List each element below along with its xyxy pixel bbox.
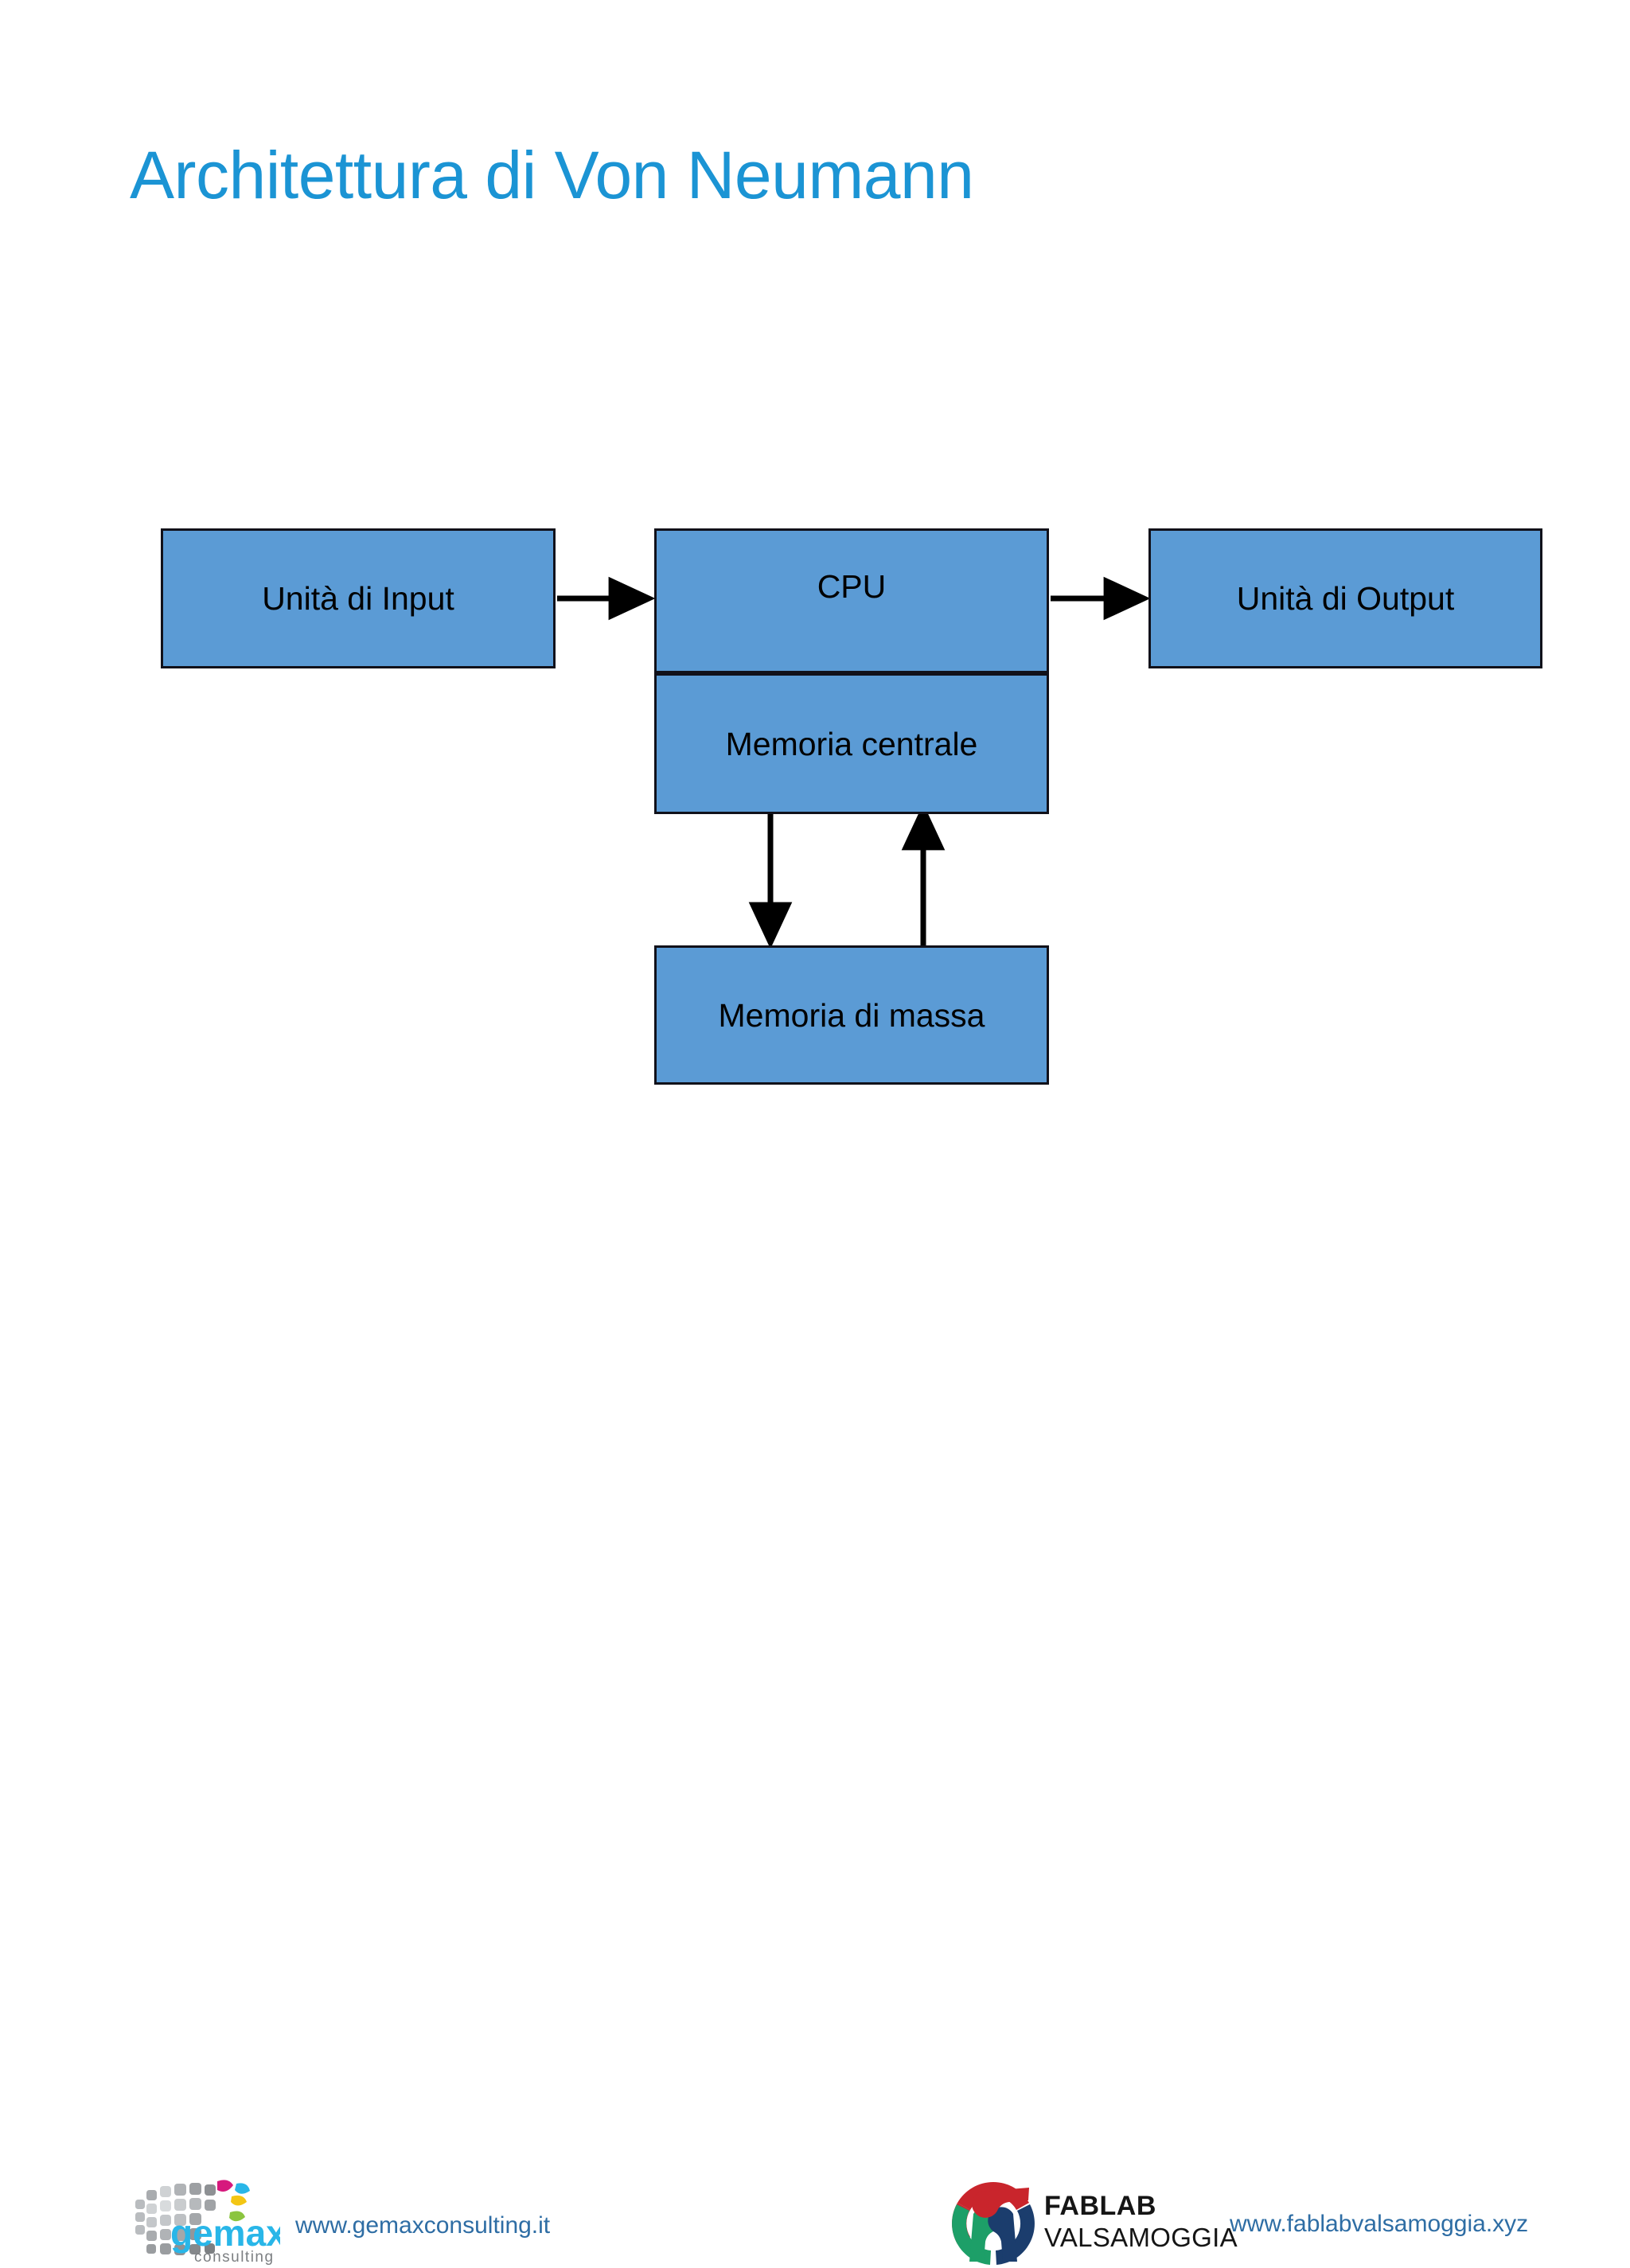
fablab-url-link[interactable]: www.fablabvalsamoggia.xyz — [1230, 2211, 1529, 2237]
diagram-node-input[interactable]: Unità di Input — [161, 528, 556, 668]
diagram-node-output-label: Unità di Output — [1236, 580, 1455, 617]
diagram-node-cpu[interactable]: CPU — [654, 528, 1049, 673]
gemax-subtitle: consulting — [194, 2249, 275, 2266]
diagram-node-output[interactable]: Unità di Output — [1148, 528, 1542, 668]
von-neumann-diagram: Unità di Input CPU Unità di Output Memor… — [161, 528, 1542, 1085]
gemax-consulting-logo: gemax consulting — [135, 2180, 280, 2266]
slide-footer: gemax consulting www.gemaxconsulting.it … — [0, 1090, 1630, 2266]
diagram-node-input-label: Unità di Input — [262, 580, 454, 617]
fablab-valsamoggia-logo — [952, 2182, 1035, 2265]
fablab-name-line2: VALSAMOGGIA — [1044, 2223, 1238, 2252]
diagram-node-memoria-centrale[interactable]: Memoria centrale — [654, 673, 1049, 814]
diagram-node-memoria-massa-label: Memoria di massa — [718, 996, 985, 1034]
diagram-node-memoria-massa[interactable]: Memoria di massa — [654, 945, 1049, 1085]
gemax-url-link[interactable]: www.gemaxconsulting.it — [295, 2212, 551, 2239]
diagram-node-memoria-centrale-label: Memoria centrale — [725, 725, 978, 762]
gemax-wordmark: gemax — [170, 2212, 280, 2254]
fablab-wordmark: FABLAB VALSAMOGGIA — [1044, 2190, 1251, 2254]
page-title: Architettura di Von Neumann — [130, 138, 974, 212]
fablab-name-line1: FABLAB — [1044, 2191, 1156, 2221]
diagram-node-cpu-label: CPU — [817, 568, 887, 605]
